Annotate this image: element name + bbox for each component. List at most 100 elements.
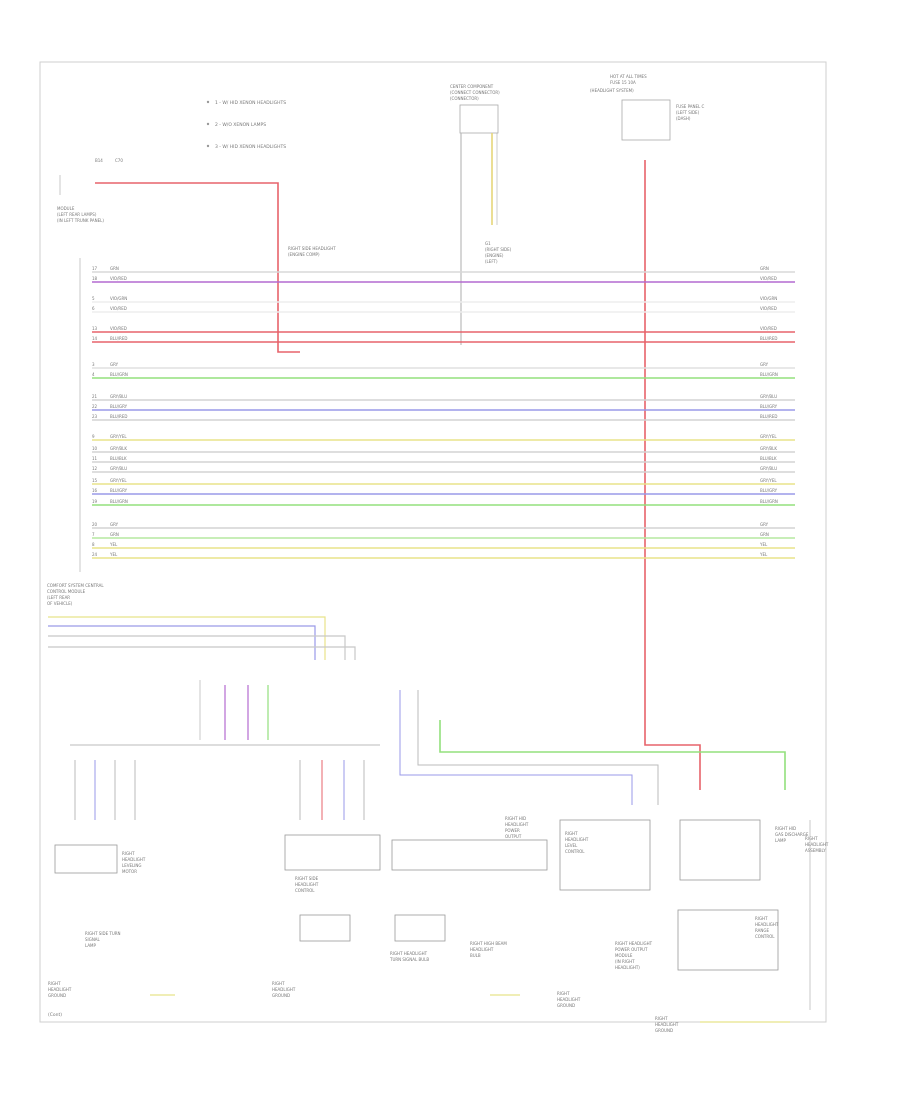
module-a-1: RIGHT [122, 851, 135, 856]
top-right-note-3: (DASH) [676, 116, 691, 121]
wire-pin-label: 19 [92, 499, 98, 504]
wire-pin-label: 12 [92, 466, 98, 471]
wire-color-label: BLU/GRN [110, 372, 128, 377]
wire-color-label-right: YEL [759, 552, 768, 557]
wire-color-label: BLU/RED [110, 336, 127, 341]
right-headlight-small-1: RIGHT [755, 916, 768, 921]
wire-color-label: GRY/BLU [110, 466, 127, 471]
comfort-title-4: OF VEHICLE) [47, 601, 73, 606]
right-headlight-small-4: CONTROL [755, 934, 775, 939]
wire-color-label-right: GRY/BLK [760, 446, 777, 451]
module-d-1: RIGHT [565, 831, 578, 836]
right-headlight-module-5: HEADLIGHT) [615, 965, 640, 970]
bottom-label-1-c: LAMP [85, 943, 97, 948]
wire-pin-label: 6 [92, 306, 95, 311]
bottom-label-3-a: RIGHT HIGH BEAM [470, 941, 507, 946]
right-headlight-module-3: MODULE [615, 953, 633, 958]
comfort-title-2: CONTROL MODULE [47, 589, 86, 594]
wire-pin-label: 23 [92, 414, 98, 419]
wire-color-label-right: VIO/RED [760, 306, 777, 311]
wire-pin-label: 17 [92, 266, 98, 271]
diagram-frame [39, 61, 827, 1023]
mid-ground-3: (ENGINE) [485, 253, 504, 258]
wire-color-label: GRY/YEL [110, 478, 127, 483]
wire-color-label-right: BLU/RED [760, 336, 777, 341]
wire-color-label: GRY/BLK [110, 446, 127, 451]
wire-color-label-right: GRY/BLU [760, 466, 777, 471]
red-feed-wire [95, 182, 300, 353]
bottom-label-1-b: SIGNAL [85, 937, 101, 942]
module-a-3: LEVELING [122, 863, 142, 868]
comfort-module: COMFORT SYSTEM CENTRAL CONTROL MODULE (L… [47, 583, 356, 660]
ground-4-c: GROUND [655, 1028, 673, 1033]
top-right-note-1: FUSE PANEL C [676, 104, 704, 109]
wire-color-label: BLU/BLK [110, 456, 127, 461]
wire-color-label: GRY [110, 362, 119, 367]
module-a-2: HEADLIGHT [122, 857, 146, 862]
wire-color-label: BLU/GRY [110, 488, 128, 493]
wire-color-label-right: GRN [760, 532, 769, 537]
wire-pin-label: 15 [92, 478, 98, 483]
wire-color-label: BLU/GRY [110, 404, 128, 409]
wire-color-label: BLU/GRN [110, 499, 128, 504]
wire-color-label-right: VIO/RED [760, 276, 777, 281]
module-b-1: RIGHT SIDE [295, 876, 319, 881]
wire-color-label: GRY [110, 522, 119, 527]
left-module-title-3: (IN LEFT TRUNK PANEL) [57, 218, 104, 223]
top-center-component: CENTER COMPONENT (CONNECT CONNECTOR) (CO… [450, 84, 512, 345]
right-headlight-module-2: POWER OUTPUT [615, 947, 648, 952]
wire-color-label: GRY/BLU [110, 394, 127, 399]
bottom-label-3-b: HEADLIGHT [470, 947, 494, 952]
wire-color-label-right: GRY/YEL [760, 434, 777, 439]
legend: 1 - W/ HID XENON HEADLIGHTS 2 - W/O XENO… [206, 100, 286, 150]
wire-color-label: GRY/YEL [110, 434, 127, 439]
comfort-title-1: COMFORT SYSTEM CENTRAL [47, 583, 104, 588]
top-right-note-2: (LEFT SIDE) [676, 110, 700, 115]
ground-2-a: RIGHT [272, 981, 285, 986]
wire-pin-label: 10 [92, 446, 98, 451]
wire-pin-label: 9 [92, 434, 95, 439]
bottom-label-1-a: RIGHT SIDE TURN [85, 931, 121, 936]
wire-pin-label: 14 [92, 336, 98, 341]
right-headlight-module-1: RIGHT HEADLIGHT [615, 941, 653, 946]
legend-item-1: 1 - W/ HID XENON HEADLIGHTS [215, 100, 286, 106]
right-headlight-small-2: HEADLIGHT [755, 922, 779, 927]
wire-color-label: GRN [110, 266, 119, 271]
wire-pin-label: 3 [92, 362, 95, 367]
wire-color-label-right: YEL [759, 542, 768, 547]
wire-color-label-right: VIO/GRN [760, 296, 777, 301]
wire-pin-label: 4 [92, 372, 95, 377]
right-edge-label-2: HEADLIGHT [805, 842, 829, 847]
footer: (Cont) [48, 1012, 62, 1018]
wire-color-label-right: VIO/RED [760, 326, 777, 331]
wire-color-label-right: BLU/GRY [760, 488, 778, 493]
wire-color-label: BLU/RED [110, 414, 127, 419]
wire-color-label-right: BLU/GRN [760, 372, 778, 377]
wire-pin-label: 16 [92, 488, 98, 493]
wire-pin-label: 21 [92, 394, 98, 399]
right-headlight-module-4: (IN RIGHT [615, 959, 635, 964]
top-center-title-2: (CONNECT CONNECTOR) [450, 90, 500, 95]
left-module-pin-1: B14 [95, 158, 103, 163]
ground-1-c: GROUND [48, 993, 66, 998]
wire-color-label: VIO/RED [110, 326, 127, 331]
left-module-pin-2: C70 [115, 158, 123, 163]
ground-2-b: HEADLIGHT [272, 987, 296, 992]
vehicle-center [70, 680, 380, 746]
wire-color-label-right: GRY [760, 362, 769, 367]
legend-item-3: 3 - W/ HID XENON HEADLIGHTS [215, 144, 286, 150]
wire-color-label: YEL [109, 542, 118, 547]
wire-pin-label: 8 [92, 542, 95, 547]
wire-color-label-right: GRN [760, 266, 769, 271]
module-e-1: RIGHT HID [775, 826, 796, 831]
ground-4-a: RIGHT [655, 1016, 668, 1021]
wire-color-label-right: GRY [760, 522, 769, 527]
module-d-3: LEVEL [565, 843, 578, 848]
top-center-title-3: (CONNECTOR) [450, 96, 479, 101]
module-d-4: CONTROL [565, 849, 585, 854]
wire-pin-label: 7 [92, 532, 95, 537]
upper-ground-left-2: (ENGINE COMP) [288, 252, 320, 257]
module-c-3: POWER [505, 828, 520, 833]
